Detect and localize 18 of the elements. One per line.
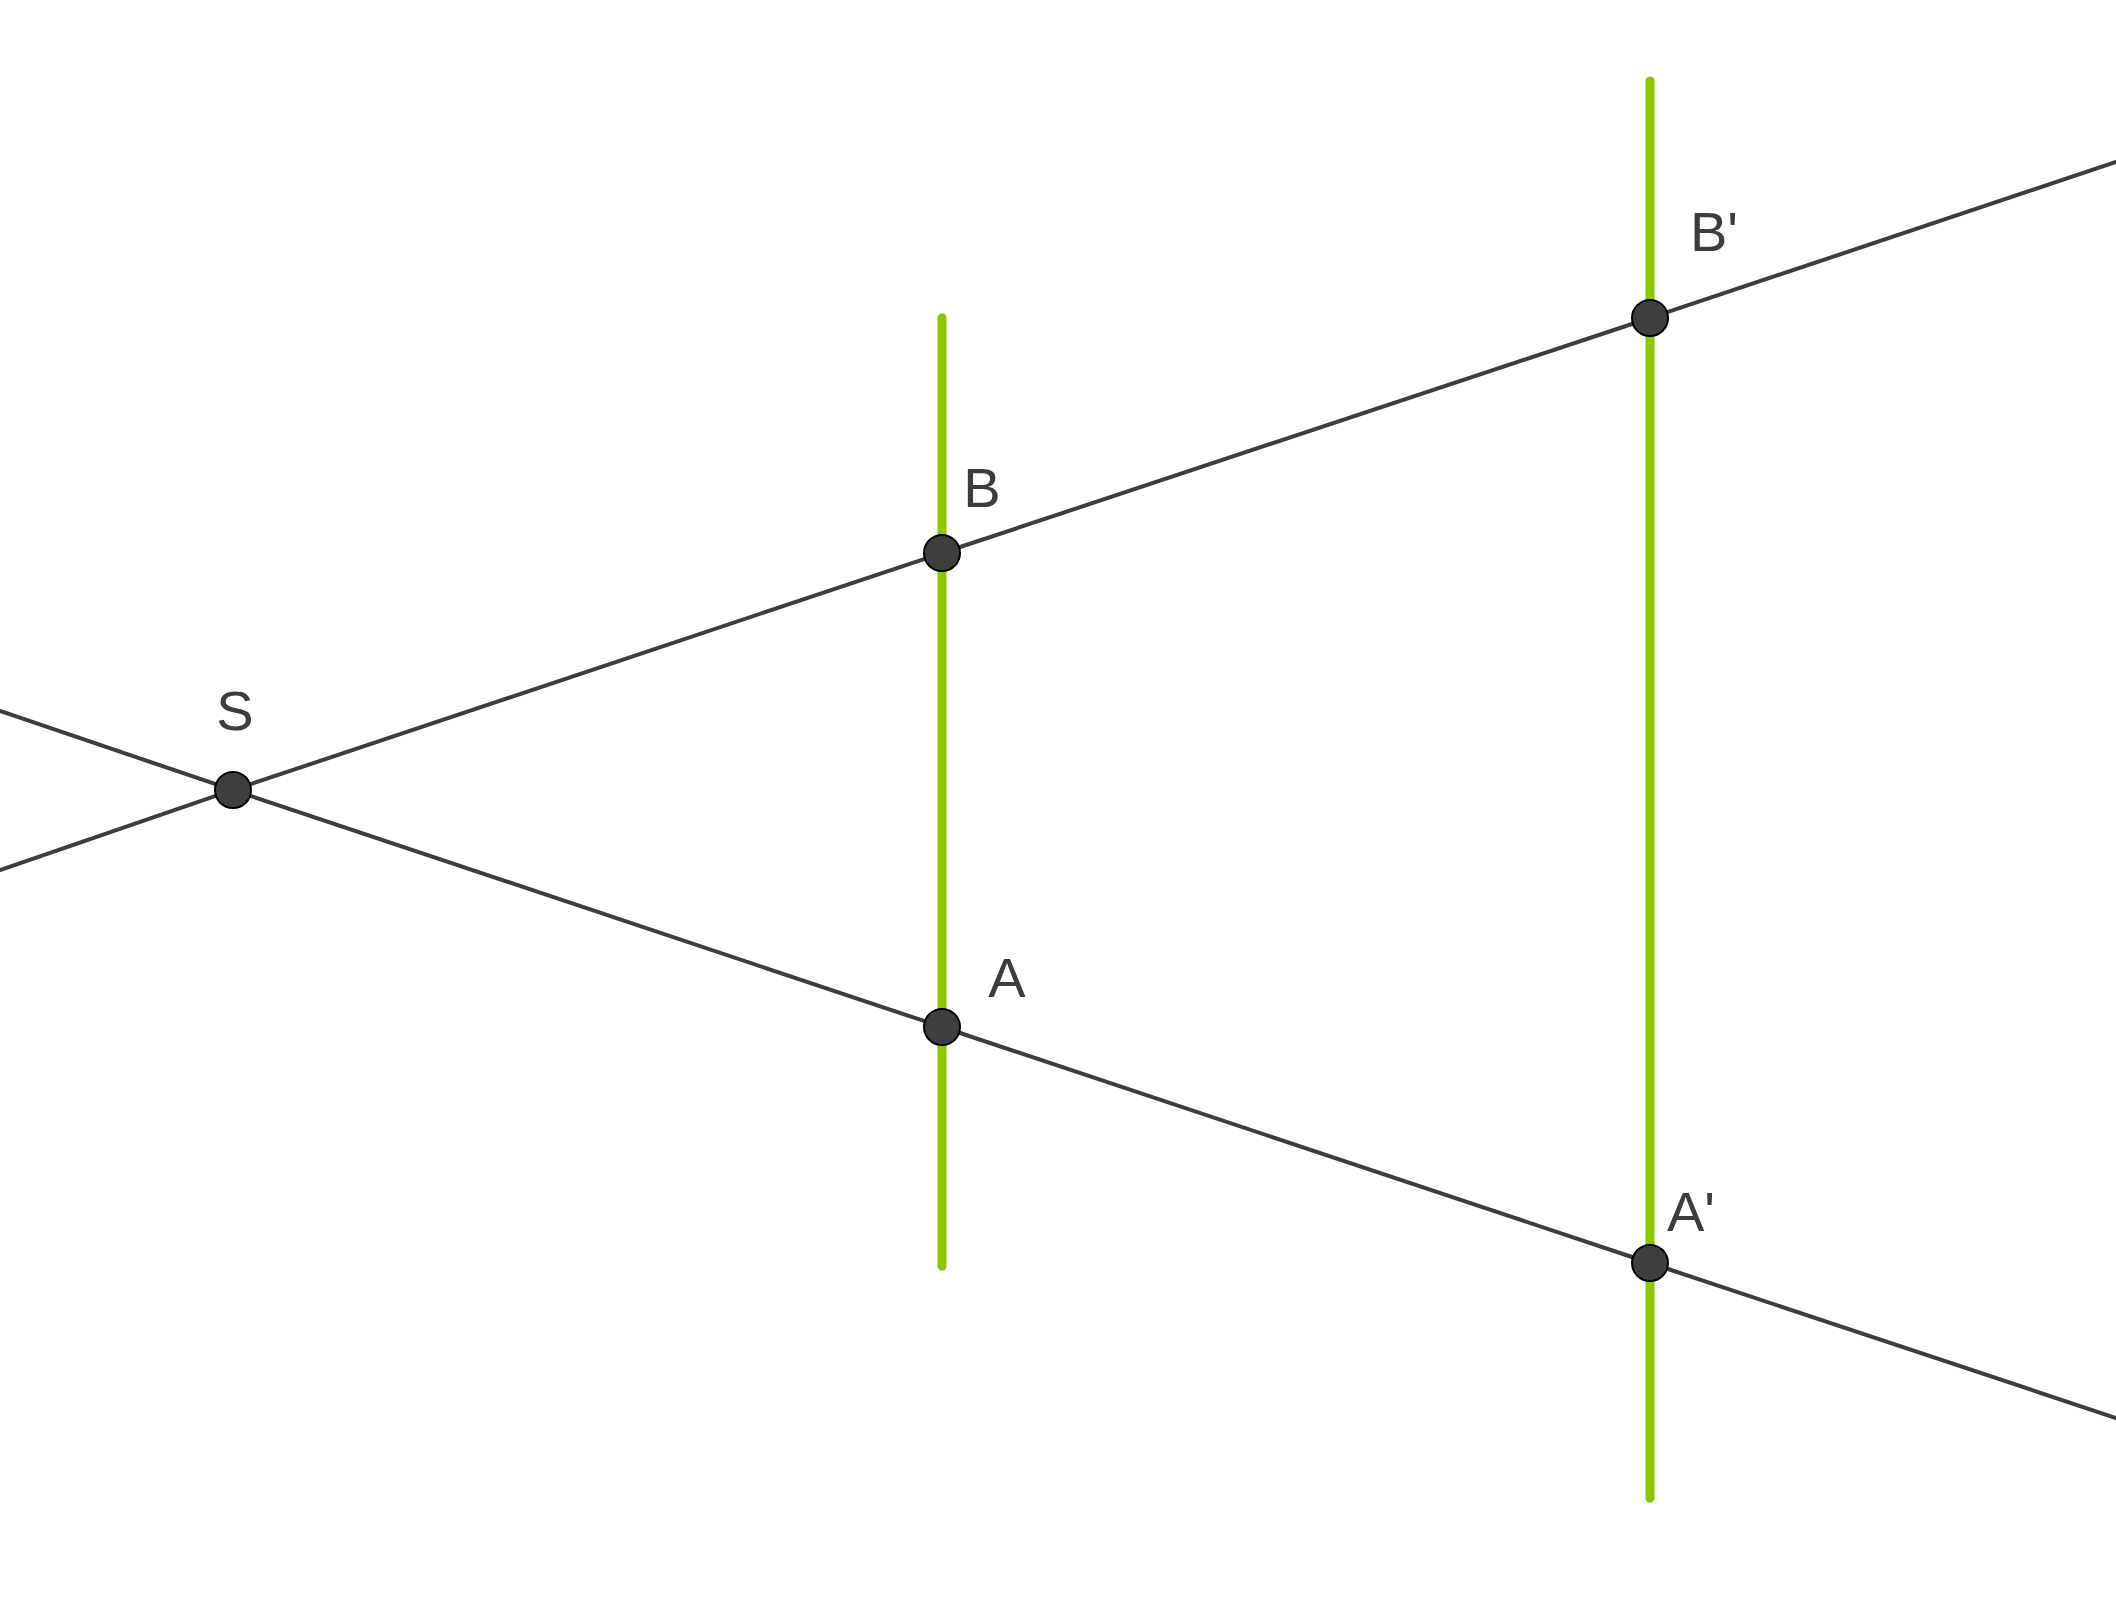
point-dot: [923, 534, 961, 572]
point-dot: [1631, 299, 1669, 337]
point-label: S: [216, 683, 254, 739]
point-dot: [1631, 1244, 1669, 1282]
ray-line: [249, 557, 926, 786]
point-label: B: [963, 460, 1001, 516]
ray-line: [249, 794, 926, 1023]
ray-line: [0, 709, 217, 786]
ray-line: [958, 1031, 1634, 1259]
point-dot: [214, 771, 252, 809]
point-label: A: [988, 950, 1026, 1006]
point-label: A': [1667, 1184, 1715, 1240]
ray-line: [958, 322, 1634, 549]
point-dot: [923, 1008, 961, 1046]
ray-line: [1666, 1267, 2116, 1420]
point-label: B': [1690, 204, 1738, 260]
ray-line: [0, 794, 218, 872]
ray-line: [1666, 160, 2116, 314]
